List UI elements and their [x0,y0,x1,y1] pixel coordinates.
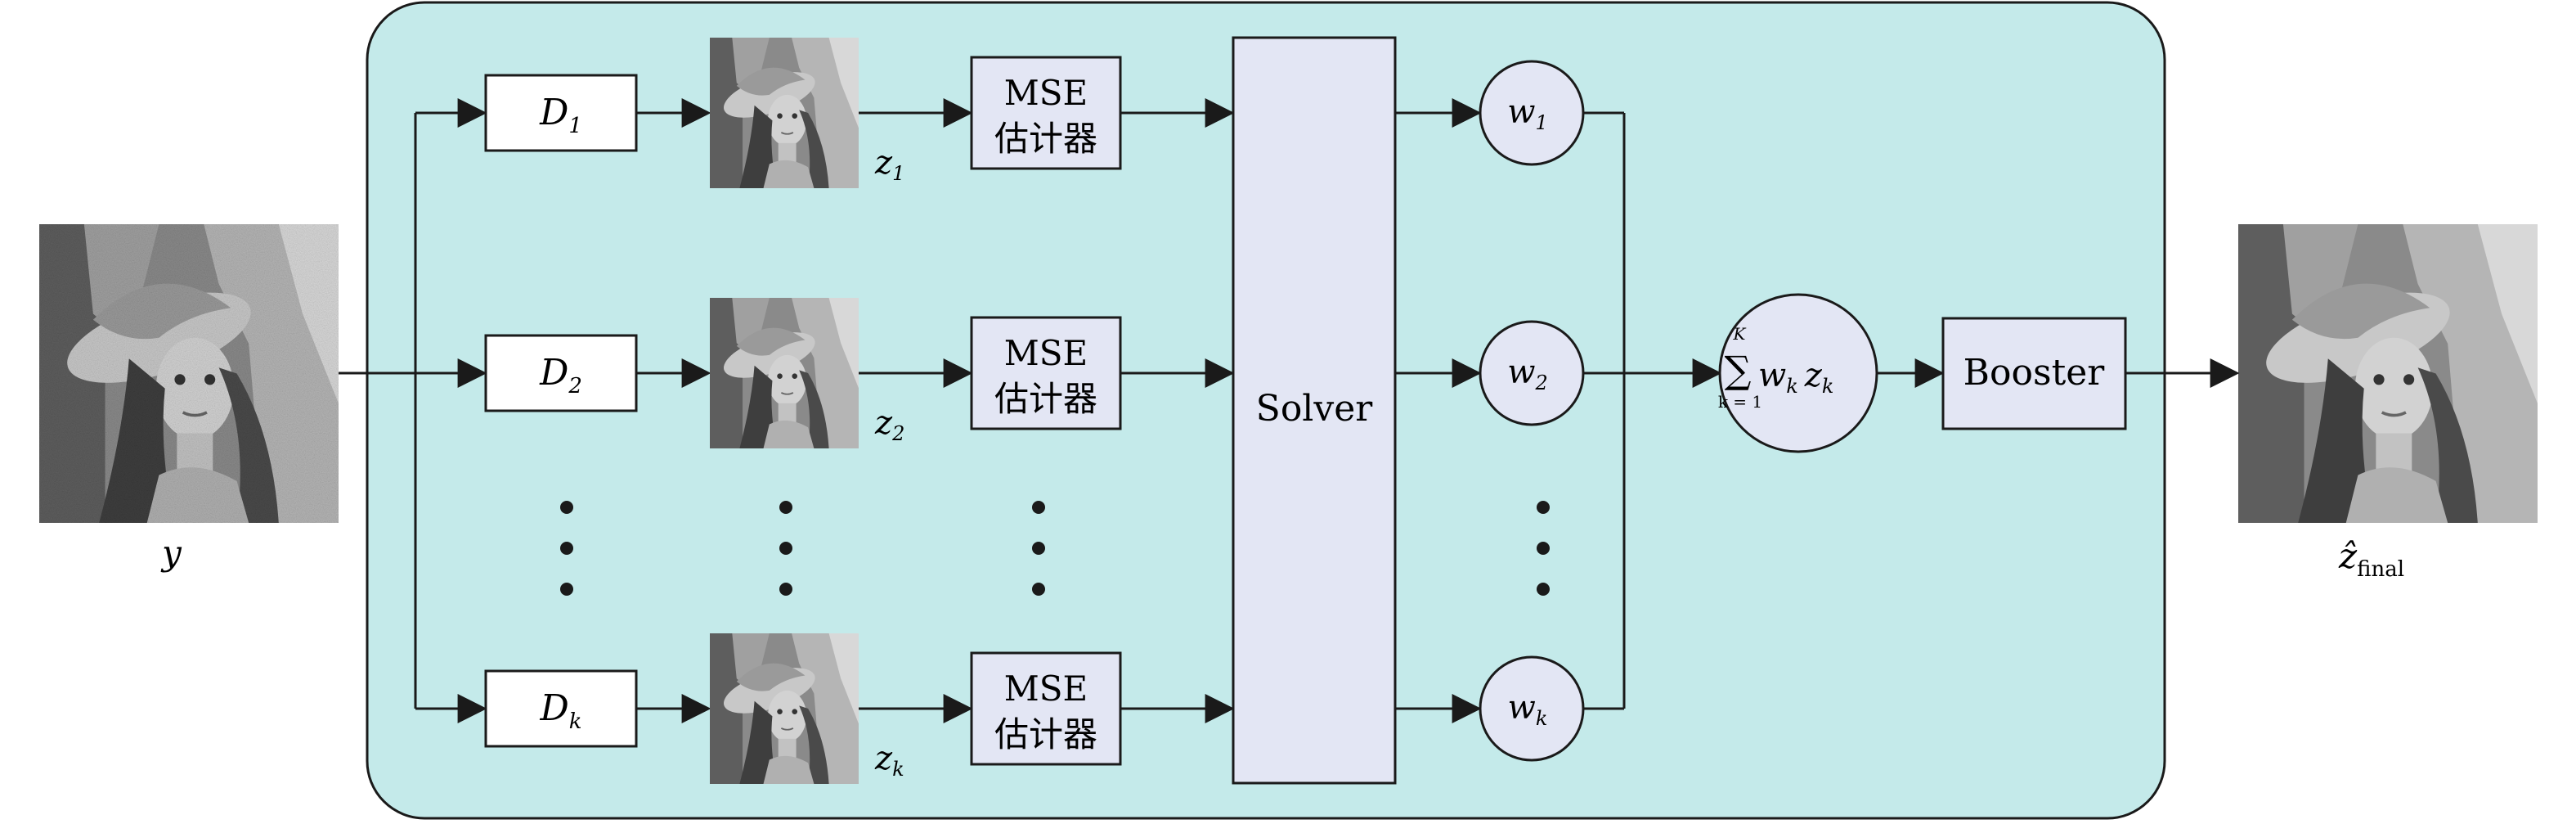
branch-row: D2 z2 MSE 估计器 w2 [484,298,1585,448]
mse-label: MSE [1004,333,1088,373]
output-label: ẑfinal [2338,536,2404,582]
denoiser-label: D2 [539,352,582,398]
mse-label-cn: 估计器 [994,119,1097,159]
svg-text:∑: ∑ [1725,348,1752,392]
input-label: y [160,533,182,573]
weight-label: wk [1508,689,1548,730]
booster-label: Booster [1963,352,2106,394]
mse-label-cn: 估计器 [994,379,1097,419]
estimate-label: zk [874,740,904,781]
denoised-image [710,298,859,448]
mse-estimator-box [970,56,1122,170]
denoiser-label: D1 [539,92,582,138]
denoiser-label: Dk [539,687,581,734]
mse-label-cn: 估计器 [994,714,1097,754]
svg-text:K: K [1733,324,1747,344]
ellipsis-row [560,501,1550,596]
input-image [39,224,339,523]
branch-row: Dk zk MSE 估计器 wk [484,633,1585,784]
denoised-image [710,633,859,784]
mse-label: MSE [1004,669,1088,709]
denoiser-box [484,669,638,748]
svg-text:k = 1: k = 1 [1718,392,1762,412]
output-image [2238,224,2538,523]
denoised-image [710,38,859,188]
weight-label: w2 [1507,353,1548,394]
branch-row: D1 z1 MSE 估计器 w1 [484,38,1585,188]
weight-label: w1 [1507,93,1548,134]
mse-label: MSE [1004,73,1088,113]
solver-box [1232,36,1397,785]
booster-box [1941,317,2127,430]
mse-estimator-box [970,651,1122,766]
estimate-label: z2 [874,404,904,445]
estimate-label: z1 [874,144,904,185]
solver-label: Solver [1256,388,1374,430]
denoiser-box [484,74,638,152]
